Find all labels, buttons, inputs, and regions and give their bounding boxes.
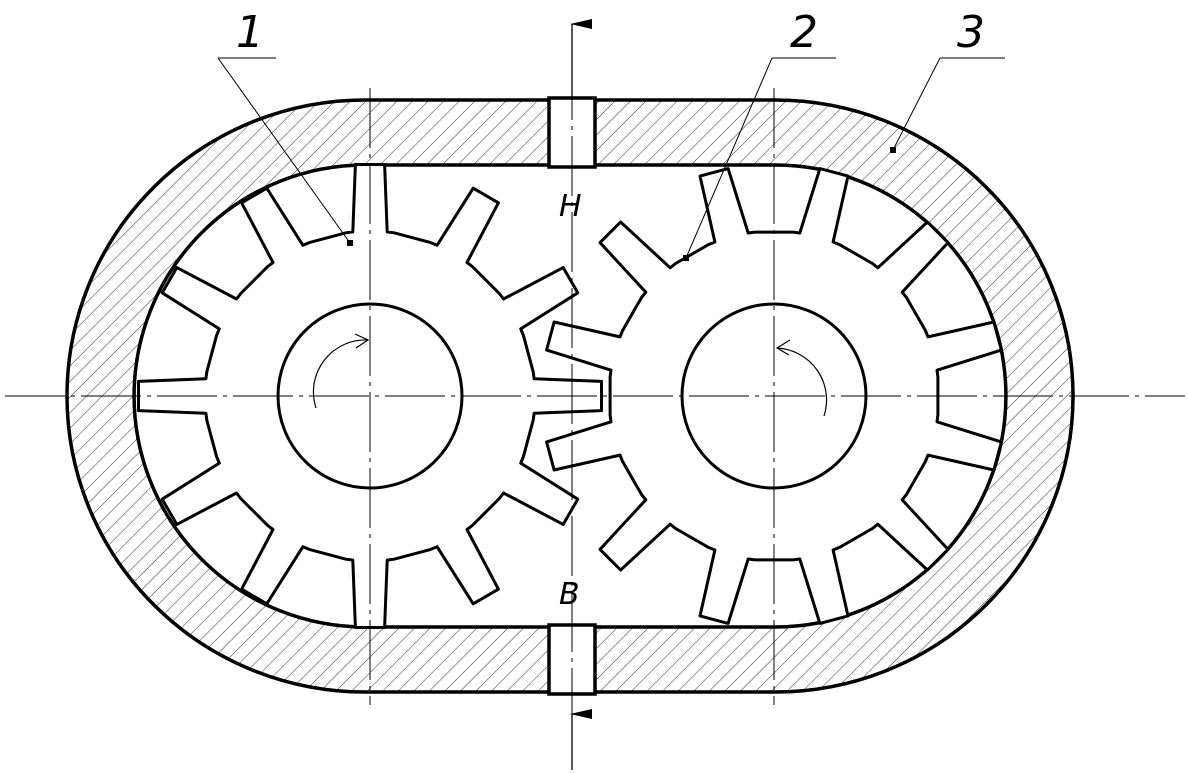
gear-1-rotation-arrowhead bbox=[354, 333, 370, 349]
housing-body bbox=[65, 98, 1075, 694]
rotation-arrows bbox=[312, 333, 828, 417]
gear-2-rotation-arrow bbox=[776, 347, 828, 417]
part-3-label: 3 bbox=[957, 7, 985, 58]
leader-dots bbox=[347, 147, 896, 261]
center-lines bbox=[5, 60, 1185, 745]
inlet-port-label: B bbox=[559, 577, 580, 612]
part-2-label: 2 bbox=[790, 7, 818, 58]
gear-2-rotation-arrowhead bbox=[775, 339, 791, 356]
outlet-port-label: H bbox=[559, 189, 582, 224]
leader-lines bbox=[217, 57, 1005, 259]
gear-1-rotation-arrow bbox=[312, 339, 369, 409]
part-1-label: 1 bbox=[236, 7, 264, 58]
